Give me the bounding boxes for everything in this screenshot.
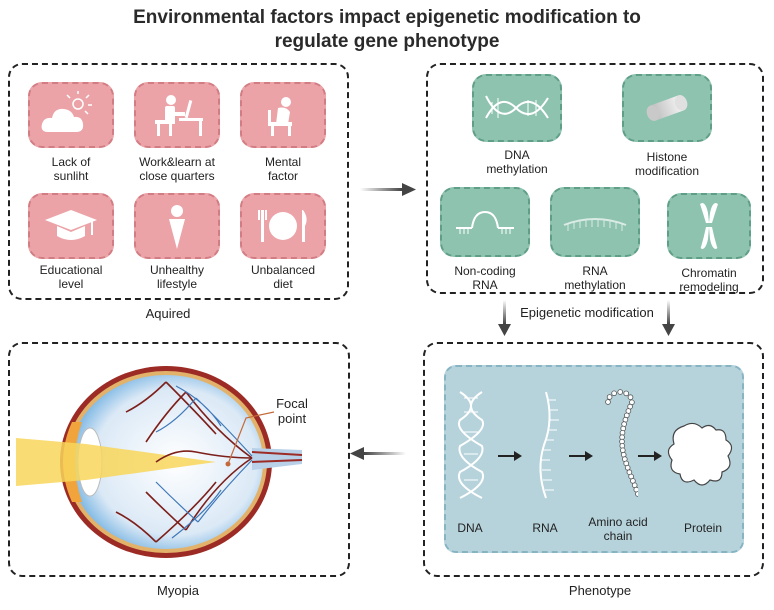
myopia-caption: Myopia	[157, 583, 199, 598]
epigenetic-caption: Epigenetic modification	[520, 305, 654, 320]
title-line-1: Environmental factors impact epigenetic …	[133, 7, 641, 28]
arrow-down-left-icon	[498, 300, 511, 336]
epigenetic-panel	[426, 63, 764, 294]
amino-acid-bead	[617, 389, 624, 395]
acquired-caption: Aquired	[145, 306, 191, 321]
epi-label-chromatin: Chromatin remodeling	[679, 266, 739, 294]
epi-tile-rna-methylation	[550, 187, 640, 257]
focal-point-label: Focal point	[276, 396, 308, 426]
diagram-title: Environmental factors impact epigenetic …	[0, 6, 774, 54]
chromosome-icon	[700, 203, 718, 249]
factor-label-education: Educational level	[39, 263, 103, 291]
epi-tile-chromatin	[667, 193, 751, 259]
rna-loop-icon	[456, 210, 514, 234]
stressed-person-icon	[268, 97, 292, 136]
factor-label-lifestyle: Unhealthy lifestyle	[149, 263, 205, 291]
cloud-sun-icon	[41, 91, 92, 132]
phenotype-panel	[423, 342, 764, 577]
amino-acid-bead	[627, 394, 634, 400]
arrow-right-icon	[360, 183, 416, 196]
epi-label-noncoding-rna: Non-coding RNA	[454, 264, 516, 292]
rna-single-strand-icon	[539, 391, 559, 499]
factor-tile-diet	[240, 193, 326, 259]
factor-label-diet: Unbalanced diet	[250, 263, 316, 291]
ice-cream-icon	[169, 205, 185, 249]
factor-label-sunlight: Lack of sunliht	[51, 155, 91, 183]
factor-tile-education	[28, 193, 114, 259]
pheno-label-protein: Protein	[683, 521, 723, 535]
epi-tile-histone	[622, 74, 712, 142]
arrow-amino-protein-icon	[638, 451, 662, 461]
pheno-label-amino-acid: Amino acid chain	[588, 515, 648, 543]
arrow-rna-amino-icon	[569, 451, 593, 461]
histone-icon	[646, 95, 688, 121]
myopia-panel	[8, 342, 350, 577]
factor-tile-sunlight	[28, 82, 114, 148]
graduation-cap-icon	[45, 210, 97, 240]
amino-acid-bead	[635, 491, 638, 497]
pheno-label-dna: DNA	[457, 521, 483, 535]
factor-label-close-work: Work&learn at close quarters	[139, 155, 215, 183]
rna-strand-icon	[563, 218, 627, 231]
phenotype-caption: Phenotype	[568, 583, 632, 598]
amino-acid-bead	[611, 390, 617, 397]
plate-cutlery-icon	[258, 210, 307, 242]
person-desk-icon	[155, 95, 203, 136]
amino-acid-bead	[623, 390, 630, 397]
dna-double-helix-icon	[458, 391, 484, 499]
factor-tile-lifestyle	[134, 193, 220, 259]
epi-tile-noncoding-rna	[440, 187, 530, 257]
title-line-2: regulate gene phenotype	[274, 31, 500, 52]
epi-label-rna-methylation: RNA methylation	[564, 264, 626, 292]
arrow-down-right-icon	[662, 300, 675, 336]
protein-icon	[667, 422, 733, 486]
factor-label-mental: Mental factor	[264, 155, 302, 183]
arrow-dna-rna-icon	[498, 451, 522, 461]
dna-helix-icon	[485, 95, 549, 119]
epi-label-dna-methylation: DNA methylation	[486, 148, 548, 176]
factor-tile-mental	[240, 82, 326, 148]
epi-label-histone: Histone modification	[634, 150, 700, 178]
acquired-panel	[8, 63, 349, 300]
eye-cross-section-icon	[16, 366, 303, 558]
amino-acid-bead	[606, 394, 613, 400]
pheno-label-rna: RNA	[532, 521, 558, 535]
epi-tile-dna-methylation	[472, 74, 562, 142]
amino-acid-bead	[619, 447, 626, 454]
factor-tile-close-work	[134, 82, 220, 148]
arrow-left-icon	[350, 447, 406, 460]
amino-acid-bead	[605, 399, 611, 405]
amino-acid-chain-icon	[605, 389, 638, 497]
amino-acid-bead	[621, 421, 627, 427]
